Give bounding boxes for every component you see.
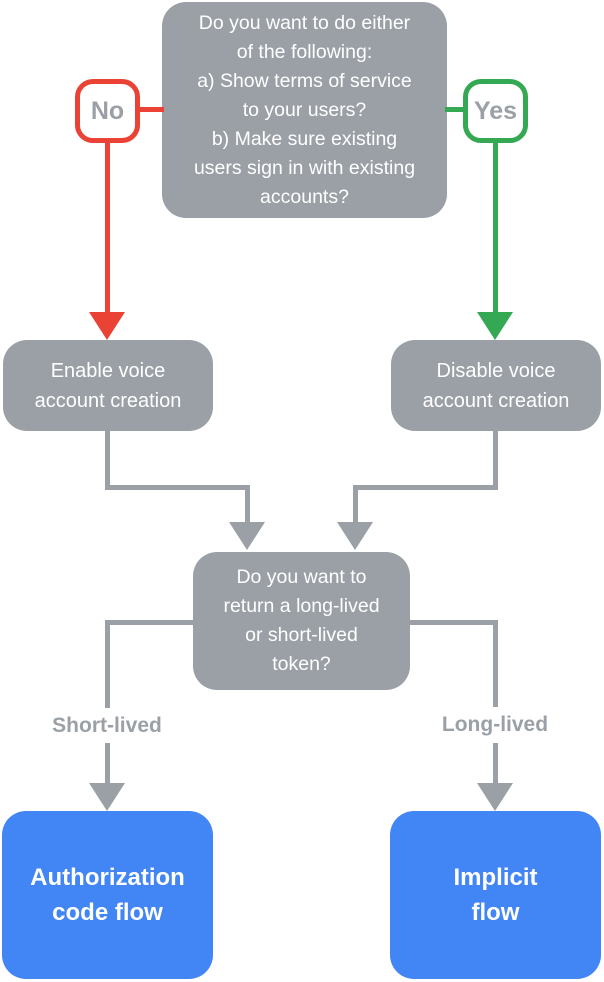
long-lived-vertical-line	[493, 620, 498, 783]
long-lived-label: Long-lived	[410, 707, 580, 743]
short-lived-horizontal-line	[105, 620, 193, 625]
implicit-flow-node: Implicit flow	[390, 811, 601, 979]
gray-arrow-down-left-icon	[229, 522, 265, 550]
disable-voice-node: Disable voice account creation	[391, 340, 601, 431]
short-lived-vertical-line	[105, 620, 110, 783]
no-branch-vertical-line	[105, 140, 110, 312]
yes-branch-horizontal-line	[445, 107, 465, 112]
enable-to-token-vertical-line	[105, 431, 110, 490]
gray-arrow-down-shortlived-icon	[89, 783, 125, 811]
yes-badge: Yes	[463, 79, 528, 143]
disable-to-token-horizontal-line	[353, 485, 498, 490]
short-lived-label: Short-lived	[22, 708, 192, 743]
disable-to-token-vertical-line	[493, 431, 498, 490]
no-branch-horizontal-line	[138, 107, 164, 112]
enable-voice-node: Enable voice account creation	[3, 340, 213, 431]
question-node-account-linking: Do you want to do either of the followin…	[162, 2, 447, 218]
gray-arrow-down-longlived-icon	[477, 783, 513, 811]
gray-arrow-down-right-icon	[337, 522, 373, 550]
no-badge: No	[75, 79, 140, 143]
green-arrow-down-icon	[477, 312, 513, 340]
enable-to-token-horizontal-line	[105, 485, 250, 490]
disable-to-token-drop-line	[353, 485, 358, 525]
enable-to-token-drop-line	[245, 485, 250, 525]
yes-branch-vertical-line	[493, 140, 498, 312]
red-arrow-down-icon	[89, 312, 125, 340]
question-node-token-lifetime: Do you want to return a long-lived or sh…	[193, 552, 410, 690]
authorization-code-flow-node: Authorization code flow	[2, 811, 213, 979]
long-lived-horizontal-line	[410, 620, 498, 625]
